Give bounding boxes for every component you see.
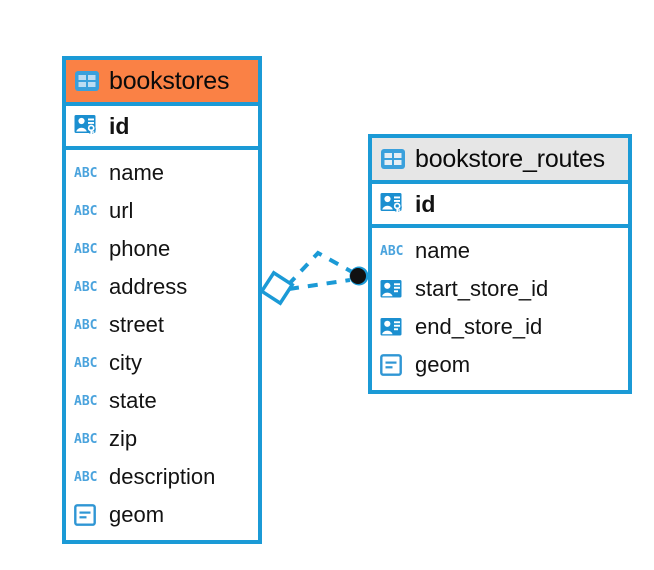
field-label: url (109, 198, 134, 223)
field-row-id[interactable]: id (372, 184, 628, 228)
geometry-icon (380, 354, 406, 376)
entity-table-bookstore-routes[interactable]: bookstore_routes (368, 134, 632, 394)
field-row-name[interactable]: ABC name (372, 232, 628, 270)
field-label: state (109, 388, 157, 413)
field-label: address (109, 274, 188, 299)
geometry-icon (74, 504, 100, 526)
field-row-state[interactable]: ABC state (66, 382, 258, 420)
abc-text-icon: ABC (74, 317, 98, 333)
abc-text-icon: ABC (74, 431, 98, 447)
field-row-address[interactable]: ABC address (66, 268, 258, 306)
field-row-zip[interactable]: ABC zip (66, 420, 258, 458)
field-label: end_store_id (415, 314, 543, 339)
diamond-marker-icon (259, 270, 295, 306)
field-label: name (109, 160, 165, 185)
field-label: start_store_id (415, 276, 549, 301)
entity-table-bookstores[interactable]: bookstores (62, 56, 262, 544)
abc-text-icon: ABC (380, 243, 404, 259)
entity-title: bookstores (109, 66, 230, 95)
field-row-city[interactable]: ABC city (66, 344, 258, 382)
field-row-name[interactable]: ABC name (66, 154, 258, 192)
circle-marker-icon (349, 266, 369, 286)
abc-text-icon: ABC (74, 393, 98, 409)
abc-text-icon: ABC (74, 355, 98, 371)
field-label: street (109, 312, 165, 337)
field-list-bookstores: ABC name ABC url ABC phone ABC address A… (66, 150, 258, 540)
field-row-geom[interactable]: geom (66, 496, 258, 534)
foreign-key-icon (380, 317, 406, 337)
table-icon (380, 148, 406, 170)
field-row-geom[interactable]: geom (372, 346, 628, 384)
field-label: zip (109, 426, 138, 451)
field-row-description[interactable]: ABC description (66, 458, 258, 496)
primary-key-icon (380, 192, 406, 216)
primary-key-icon (74, 114, 100, 138)
field-label: id (415, 190, 436, 217)
field-row-url[interactable]: ABC url (66, 192, 258, 230)
field-row-end-store-id[interactable]: end_store_id (372, 308, 628, 346)
field-label: description (109, 464, 216, 489)
foreign-key-icon (380, 279, 406, 299)
field-row-id[interactable]: id (66, 106, 258, 150)
field-label: phone (109, 236, 171, 261)
field-row-start-store-id[interactable]: start_store_id (372, 270, 628, 308)
abc-text-icon: ABC (74, 279, 98, 295)
relationship-line-arc (286, 250, 355, 287)
entity-header-bookstores[interactable]: bookstores (66, 60, 258, 106)
field-row-phone[interactable]: ABC phone (66, 230, 258, 268)
relationship-line-straight (288, 278, 351, 291)
field-list-bookstore-routes: ABC name start_store_id (372, 228, 628, 390)
abc-text-icon: ABC (74, 203, 98, 219)
field-label: city (109, 350, 142, 375)
field-label: id (109, 112, 130, 139)
field-label: geom (415, 352, 471, 377)
abc-text-icon: ABC (74, 165, 98, 181)
entity-title: bookstore_routes (415, 144, 605, 173)
field-row-street[interactable]: ABC street (66, 306, 258, 344)
field-label: name (415, 238, 471, 263)
abc-text-icon: ABC (74, 469, 98, 485)
table-icon (74, 70, 100, 92)
field-label: geom (109, 502, 165, 527)
entity-header-bookstore-routes[interactable]: bookstore_routes (372, 138, 628, 184)
abc-text-icon: ABC (74, 241, 98, 257)
